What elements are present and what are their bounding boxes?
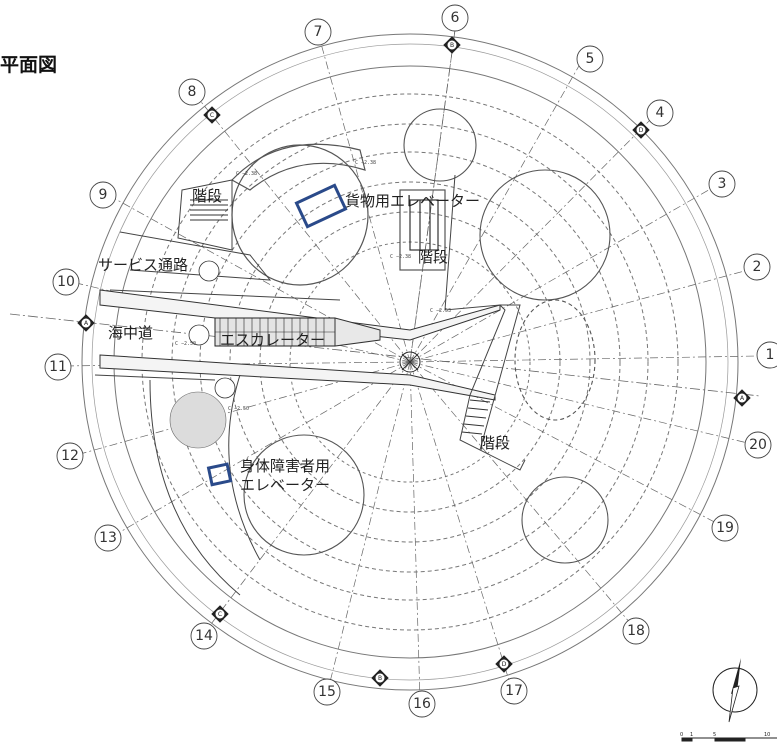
accessible-elevator-highlight: [206, 462, 233, 487]
section-letter-c-nw: C: [210, 112, 214, 119]
plan-title: 平面図: [0, 54, 58, 76]
grid-number-5: 5: [586, 51, 595, 67]
label-stairs-nw: 階段: [192, 187, 222, 205]
section-letter-d-ne: D: [639, 127, 644, 134]
grid-numbers: 1 2 3 4 5 6 7 8 9 10 11 12 13 14 15 16 1…: [49, 10, 774, 712]
section-axis-lines: [9, 29, 761, 397]
section-letter-c-sw: C: [218, 611, 222, 618]
level-mark-5: C −2.50: [228, 406, 249, 412]
label-cargo-elevator: 貨物用エレベーター: [345, 192, 480, 210]
section-markers: [77, 36, 751, 687]
grid-number-14: 14: [195, 628, 213, 644]
central-core: [231, 143, 446, 286]
grid-number-3: 3: [718, 176, 727, 192]
grid-number-6: 6: [451, 10, 460, 26]
hatched-void: [169, 391, 227, 449]
label-stairs-n: 階段: [418, 248, 448, 266]
section-letter-b-south: B: [378, 675, 382, 682]
scale-bar: [681, 737, 777, 742]
grid-number-8: 8: [188, 84, 197, 100]
grid-number-12: 12: [61, 448, 79, 464]
grid-number-2: 2: [753, 259, 762, 275]
grid-number-1: 1: [766, 347, 775, 363]
tunnel: [99, 289, 501, 401]
grid-number-16: 16: [413, 696, 431, 712]
grid-number-17: 17: [505, 683, 523, 699]
grid-number-9: 9: [99, 187, 108, 203]
grid-number-18: 18: [627, 623, 645, 639]
stair-block-e: [444, 174, 526, 471]
level-mark-4: C −2.50: [175, 341, 196, 347]
label-accessible-elevator-line1: 身体障害者用: [240, 457, 330, 475]
section-letter-d-se: D: [502, 661, 507, 668]
north-arrow-icon: [712, 658, 758, 723]
grid-bubbles: [44, 4, 777, 718]
label-accessible-elevator-line2: エレベーター: [240, 476, 330, 494]
label-service-corridor: サービス通路: [98, 256, 188, 274]
grid-number-15: 15: [318, 684, 336, 700]
scale-label-0: 0: [680, 732, 683, 738]
scale-label-5: 5: [713, 732, 716, 738]
round-voids: [243, 108, 611, 564]
section-letter-a-east: A: [740, 395, 745, 402]
section-letter-a-west: A: [84, 320, 89, 327]
grid-number-10: 10: [57, 274, 75, 290]
scale-label-1: 1: [690, 732, 693, 738]
grid-number-7: 7: [314, 24, 323, 40]
cargo-elevator-highlight: [294, 183, 348, 229]
label-stairs-e: 階段: [480, 434, 510, 452]
grid-number-4: 4: [656, 105, 665, 121]
grid-number-19: 19: [716, 520, 734, 536]
grid-number-11: 11: [49, 359, 67, 375]
level-tags: [188, 260, 236, 399]
section-marker-letters: A A B B C C D D: [84, 42, 745, 682]
label-escalator: エスカレーター: [220, 331, 325, 349]
southwest-wall: [94, 374, 261, 596]
level-mark-6: C −2.53: [430, 308, 451, 314]
label-undersea-path: 海中道: [108, 324, 153, 342]
section-letter-b-north: B: [450, 42, 454, 49]
grid-number-20: 20: [749, 437, 767, 453]
scale-label-10: 10: [764, 732, 770, 738]
level-mark-2: C −2.38: [355, 160, 376, 166]
stair-block-nw: [177, 179, 233, 251]
level-mark-3: C −2.38: [390, 254, 411, 260]
level-mark-1: C −2.38: [236, 171, 257, 177]
grid-number-13: 13: [99, 530, 117, 546]
